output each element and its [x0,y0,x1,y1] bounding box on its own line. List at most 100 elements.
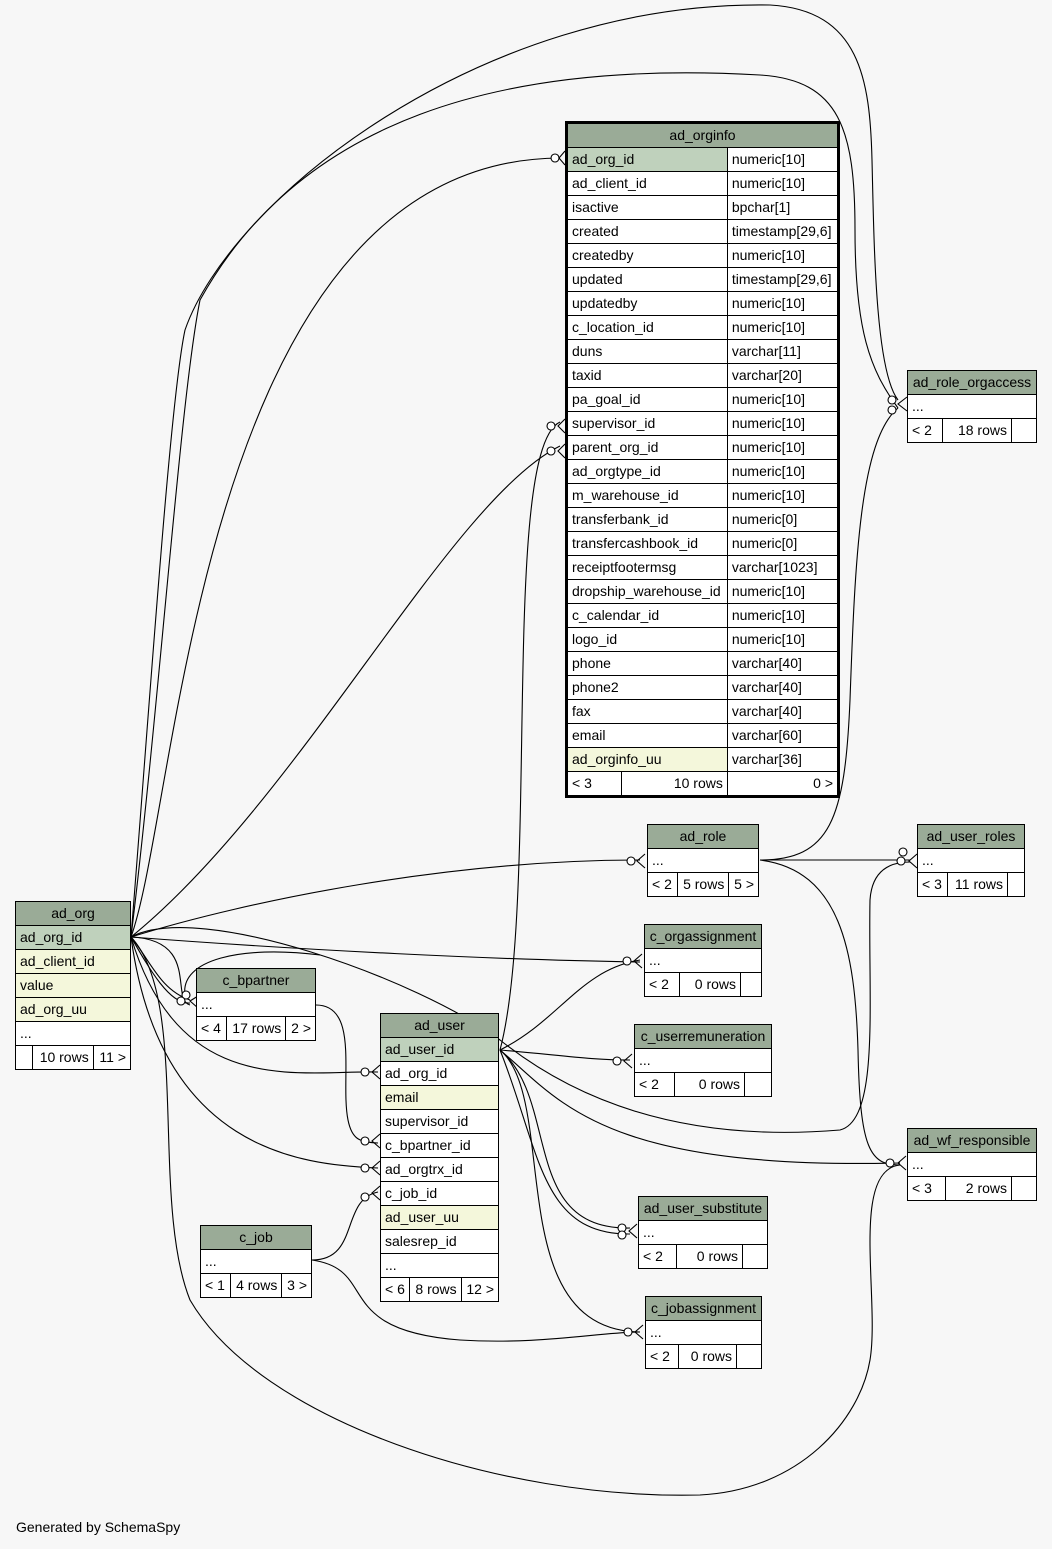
row-count: 5 rows [676,872,730,897]
column-name: ad_orgtype_id [566,459,728,484]
edge-end-circle [898,847,908,857]
table-ad-wf-responsible[interactable]: ad_wf_responsible ... < 3 2 rows [907,1128,1037,1201]
edge-ad-user-supervisor [499,421,561,1051]
table-ad-role[interactable]: ad_role ... < 2 5 rows 5 > [647,824,759,897]
edge-ad-org-orgassignment [130,936,641,963]
parents-link[interactable]: < 3 [907,1176,946,1201]
crowfoot [371,1185,381,1201]
edge-ad-org-parent-org [130,445,561,938]
column-salesrep-id: salesrep_id [380,1229,499,1254]
column-type: numeric[10] [726,387,840,412]
column-name: c_calendar_id [566,603,728,628]
edge-bpartner-self [184,951,321,996]
table-c-orgassignment[interactable]: c_orgassignment ... < 2 0 rows [643,924,762,997]
column-ad-orgtrx-id: ad_orgtrx_id [380,1157,499,1182]
column-type: numeric[0] [726,507,840,532]
parents-link[interactable]: < 6 [379,1277,411,1302]
crowfoot [557,443,566,459]
edge-ad-org-bpartner-c [130,936,191,1006]
column-type: numeric[10] [726,579,840,604]
row-count: 17 rows [225,1016,287,1041]
parents-link[interactable]: < 2 [638,1244,677,1269]
table-c-bpartner[interactable]: c_bpartner ... < 4 17 rows 2 > [196,968,316,1041]
parents-link[interactable]: < 2 [644,1344,680,1369]
table-footer: < 2 0 rows [644,1344,762,1369]
column-type: numeric[10] [726,603,840,628]
table-ad-org[interactable]: ad_org ad_org_id ad_client_id value ad_o… [15,901,132,1070]
column-name: phone2 [566,675,728,700]
column-type: varchar[40] [726,675,840,700]
table-footer: < 2 18 rows [907,418,1037,443]
crowfoot [558,150,566,166]
crowfoot [634,1324,644,1340]
column-ellipsis: ... [196,992,316,1017]
table-ad-role-orgaccess[interactable]: ad_role_orgaccess ... < 2 18 rows [907,370,1037,443]
table-title[interactable]: ad_role [647,824,759,849]
table-title[interactable]: c_orgassignment [644,924,762,949]
children-link [1011,418,1037,443]
edge-end-circle [623,1327,633,1337]
table-title[interactable]: ad_user [380,1013,499,1038]
parents-link[interactable]: < 1 [200,1273,231,1298]
edge-ad-role-orgaccess [759,407,899,861]
table-title[interactable]: ad_user_substitute [638,1196,768,1221]
column-value: value [15,973,131,998]
parents-link[interactable]: < 2 [647,872,678,897]
table-footer: < 4 17 rows 2 > [196,1016,316,1041]
table-c-jobassignment[interactable]: c_jobassignment ... < 2 0 rows [644,1296,762,1369]
table-title[interactable]: c_userremuneration [634,1024,772,1049]
column-name: phone [566,651,728,676]
table-title[interactable]: ad_orginfo [566,122,839,148]
table-ad-user-roles[interactable]: ad_user_roles ... < 3 11 rows [916,824,1025,897]
edge-end-circle [617,1230,627,1240]
row-count: 11 rows [947,872,1008,897]
table-c-userremuneration[interactable]: c_userremuneration ... < 2 0 rows [633,1024,772,1097]
table-title[interactable]: ad_role_orgaccess [907,370,1037,395]
parents-link[interactable]: < 3 [566,771,622,797]
table-title[interactable]: c_job [200,1225,312,1250]
table-title[interactable]: c_bpartner [196,968,316,993]
column-ellipsis: ... [645,1320,762,1345]
children-link[interactable]: 5 > [728,872,759,897]
table-footer: < 3 2 rows [907,1176,1037,1201]
table-c-job[interactable]: c_job ... < 1 4 rows 3 > [200,1225,312,1298]
parents-link[interactable]: < 2 [907,418,943,443]
edge-end-circle [360,1192,370,1202]
children-link[interactable]: 3 > [281,1273,312,1298]
column-ellipsis: ... [634,1048,772,1073]
crowfoot [628,1223,638,1239]
column-ad-user-uu: ad_user_uu [380,1205,499,1230]
children-link[interactable]: 2 > [285,1016,316,1041]
column-ellipsis: ... [638,1220,768,1245]
column-ellipsis: ... [907,394,1037,419]
column-type: varchar[11] [726,339,840,364]
table-ad-user[interactable]: ad_user ad_user_id ad_org_id email super… [379,1013,500,1302]
row-count: 8 rows [409,1277,462,1302]
table-title[interactable]: ad_user_roles [917,824,1025,849]
table-title[interactable]: ad_wf_responsible [907,1128,1037,1153]
column-type: numeric[10] [726,483,840,508]
table-footer: < 1 4 rows 3 > [200,1273,312,1298]
table-ad-user-substitute[interactable]: ad_user_substitute ... < 2 0 rows [638,1196,768,1269]
table-title[interactable]: c_jobassignment [645,1296,762,1321]
parents-link[interactable]: < 2 [643,972,681,997]
table-title[interactable]: ad_org [15,901,131,926]
children-link[interactable]: 11 > [92,1045,132,1070]
parents-link[interactable]: < 4 [196,1016,227,1041]
parents-link[interactable]: < 3 [916,872,949,897]
column-type: numeric[10] [726,147,840,172]
edge-end-circle [360,1067,370,1077]
children-link[interactable]: 12 > [460,1277,500,1302]
parents-link[interactable]: < 2 [633,1072,676,1097]
children-link[interactable]: 0 > [726,771,840,797]
column-type: numeric[0] [726,531,840,556]
